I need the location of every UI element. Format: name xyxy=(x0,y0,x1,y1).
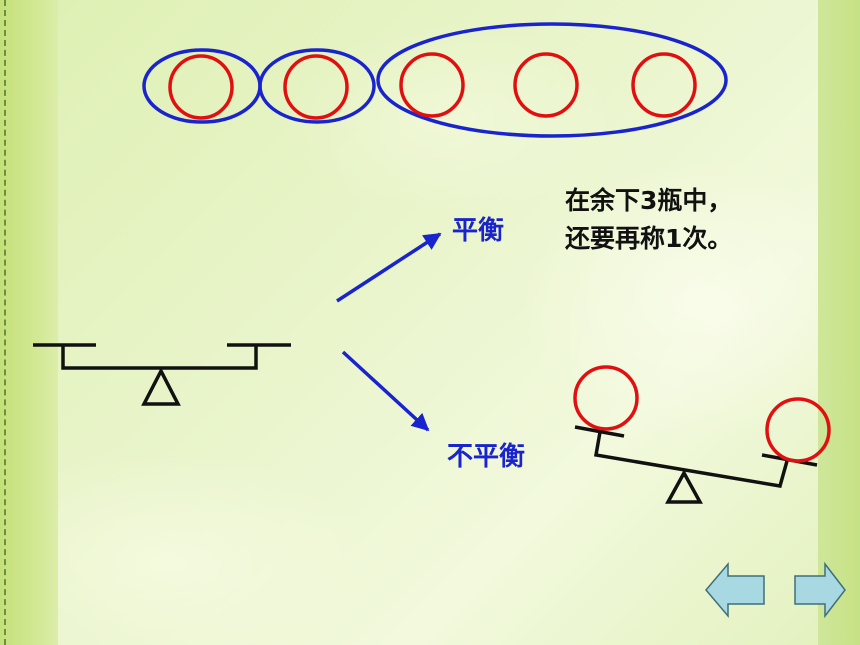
note-text: 在余下3瓶中， 还要再称1次。 xyxy=(565,182,732,258)
balanced-label: 平衡 xyxy=(452,216,505,246)
arrow-to-unbalanced xyxy=(341,350,430,432)
bottle-circle xyxy=(631,52,697,118)
bottle-circle xyxy=(399,52,465,118)
unbalanced-label: 不平衡 xyxy=(447,442,526,472)
balance-scale-tilted xyxy=(573,365,831,504)
bottle-circle xyxy=(765,397,831,463)
bottle-circle xyxy=(168,54,234,120)
arrow-to-balanced xyxy=(336,232,442,303)
left-arrow-icon xyxy=(705,561,765,619)
left-border xyxy=(0,0,58,645)
next-button[interactable] xyxy=(793,561,847,623)
balance-scale-level xyxy=(33,343,291,406)
bottle-circle xyxy=(283,54,349,120)
note-line-2: 还要再称1次。 xyxy=(565,224,733,253)
right-arrow-icon xyxy=(794,561,846,619)
group-ellipse-3 xyxy=(376,22,728,138)
bottle-circle xyxy=(573,365,639,431)
bottles xyxy=(168,52,697,120)
note-line-1: 在余下3瓶中， xyxy=(565,186,733,215)
right-border xyxy=(818,0,860,645)
bottle-circle xyxy=(513,52,579,118)
group-ellipse-2 xyxy=(258,48,376,124)
dashed-divider xyxy=(4,0,6,645)
prev-button[interactable] xyxy=(704,561,768,623)
bottle-groups xyxy=(142,22,728,138)
group-ellipse-1 xyxy=(142,48,262,124)
